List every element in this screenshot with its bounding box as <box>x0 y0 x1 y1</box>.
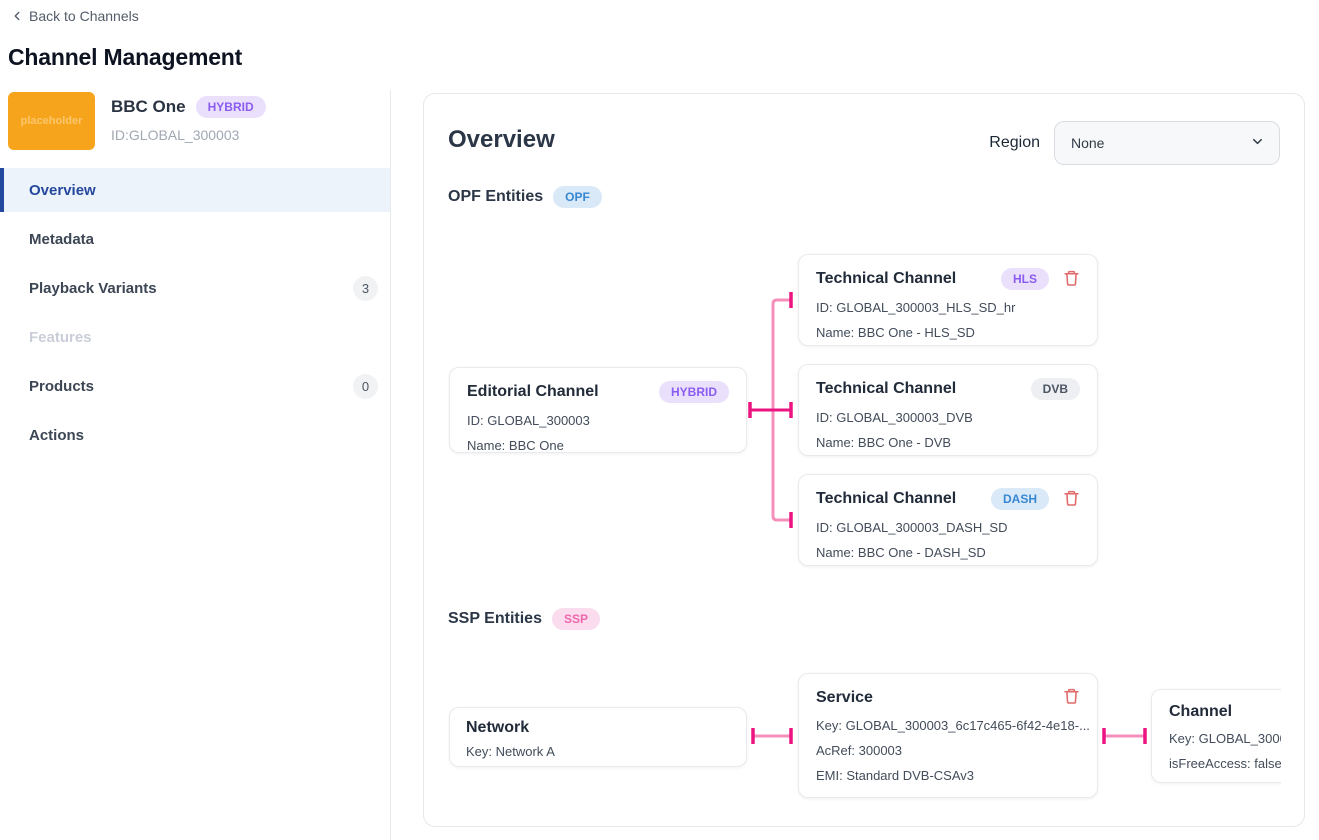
sidebar-item-label: Metadata <box>29 230 95 248</box>
channel-header: placeholder BBC One HYBRID ID:GLOBAL_300… <box>8 92 266 150</box>
back-to-channels-link[interactable]: Back to Channels <box>10 8 139 24</box>
editorial-name: Name: BBC One <box>467 438 564 454</box>
technical-hls-name: Name: BBC One - HLS_SD <box>816 325 975 341</box>
ssp-entities-title: SSP Entities <box>448 610 542 628</box>
delete-technical-channel-dash-button[interactable] <box>1063 489 1080 510</box>
card-title: Editorial Channel <box>467 383 599 401</box>
sidebar-divider <box>390 90 391 840</box>
channel-logo-placeholder: placeholder <box>8 92 95 150</box>
card-title: Technical Channel <box>816 490 957 508</box>
sidebar-item-features: Features <box>0 315 390 359</box>
technical-dash-id: ID: GLOBAL_300003_DASH_SD <box>816 520 1008 536</box>
ssp-channel-access: isFreeAccess: false <box>1169 756 1281 771</box>
editorial-channel-card: Editorial Channel HYBRID ID: GLOBAL_3000… <box>449 367 747 453</box>
card-title: Technical Channel <box>816 270 957 288</box>
page-title: Channel Management <box>8 44 243 70</box>
chevron-left-icon <box>10 9 24 23</box>
channel-meta: BBC One HYBRID ID:GLOBAL_300003 <box>111 92 266 143</box>
dash-badge: DASH <box>990 488 1049 511</box>
editorial-id: ID: GLOBAL_300003 <box>467 413 590 429</box>
region-label: Region <box>989 134 1040 151</box>
overview-panel: Overview Region None <box>423 93 1305 827</box>
sidebar-item-label: Features <box>29 328 92 346</box>
network-key: Key: Network A <box>466 744 555 759</box>
channel-id: ID:GLOBAL_300003 <box>111 127 240 144</box>
card-title: Network <box>466 719 530 736</box>
channel-type-badge: HYBRID <box>195 96 266 119</box>
trash-icon <box>1063 489 1080 510</box>
sidebar-nav: Overview Metadata Playback Variants 3 Fe… <box>0 168 390 457</box>
sidebar-item-overview[interactable]: Overview <box>0 168 390 212</box>
sidebar-item-label: Actions <box>29 426 85 444</box>
technical-hls-id: ID: GLOBAL_300003_HLS_SD_hr <box>816 300 1016 316</box>
sidebar-item-products[interactable]: Products 0 <box>0 364 390 408</box>
hls-badge: HLS <box>1001 268 1049 291</box>
technical-dvb-name: Name: BBC One - DVB <box>816 435 952 451</box>
service-acref: AcRef: 300003 <box>816 743 903 758</box>
playback-variants-count-badge: 3 <box>353 275 378 301</box>
opf-badge: OPF <box>553 186 602 209</box>
chevron-down-icon <box>1250 134 1265 152</box>
technical-channel-dvb-card: Technical Channel DVB ID: GLOBAL_300003_… <box>798 364 1098 456</box>
sidebar-item-label: Products <box>29 377 95 395</box>
region-select-value: None <box>1071 135 1105 151</box>
opf-entities-title: OPF Entities <box>448 188 544 206</box>
sidebar-item-actions[interactable]: Actions <box>0 413 390 457</box>
delete-service-button[interactable] <box>1063 687 1080 708</box>
trash-icon <box>1063 269 1080 290</box>
opf-entities-heading: OPF Entities OPF <box>448 186 602 209</box>
service-emi: EMI: Standard DVB-CSAv3 <box>816 768 974 783</box>
sidebar-item-playback-variants[interactable]: Playback Variants 3 <box>0 266 390 310</box>
service-key: Key: GLOBAL_300003_6c17c465-6f42-4e18-..… <box>816 718 1090 733</box>
panel-title: Overview <box>448 126 555 153</box>
ssp-badge: SSP <box>551 608 600 631</box>
region-select[interactable]: None <box>1054 121 1280 165</box>
sidebar-item-label: Overview <box>29 181 96 199</box>
sidebar-item-metadata[interactable]: Metadata <box>0 217 390 261</box>
hybrid-badge: HYBRID <box>658 381 729 404</box>
back-link-label: Back to Channels <box>29 8 139 24</box>
service-card: Service Key: GLOBAL_300003_6c17c465-6f42… <box>798 673 1098 798</box>
network-card: Network Key: Network A <box>449 707 747 767</box>
card-title: Channel <box>1169 703 1233 720</box>
products-count-badge: 0 <box>353 373 378 399</box>
technical-dash-name: Name: BBC One - DASH_SD <box>816 545 986 561</box>
ssp-entities-heading: SSP Entities SSP <box>448 608 600 631</box>
entity-diagram: OPF Entities OPF Editorial Channel HYBRI… <box>448 118 1281 803</box>
dvb-badge: DVB <box>1030 378 1080 401</box>
card-title: Technical Channel <box>816 380 957 398</box>
channel-name: BBC One <box>111 97 186 117</box>
trash-icon <box>1063 687 1080 708</box>
delete-technical-channel-hls-button[interactable] <box>1063 269 1080 290</box>
technical-dvb-id: ID: GLOBAL_300003_DVB <box>816 410 973 426</box>
card-title: Service <box>816 688 873 706</box>
ssp-channel-card: Channel Key: GLOBAL_30000 isFreeAccess: … <box>1151 689 1281 783</box>
technical-channel-dash-card: Technical Channel DASH ID: GLOBAL_300003… <box>798 474 1098 566</box>
ssp-channel-key: Key: GLOBAL_30000 <box>1169 731 1281 746</box>
sidebar-item-label: Playback Variants <box>29 279 157 297</box>
region-control: Region None <box>989 121 1280 165</box>
technical-channel-hls-card: Technical Channel HLS ID: GLOBAL_300003_… <box>798 254 1098 346</box>
